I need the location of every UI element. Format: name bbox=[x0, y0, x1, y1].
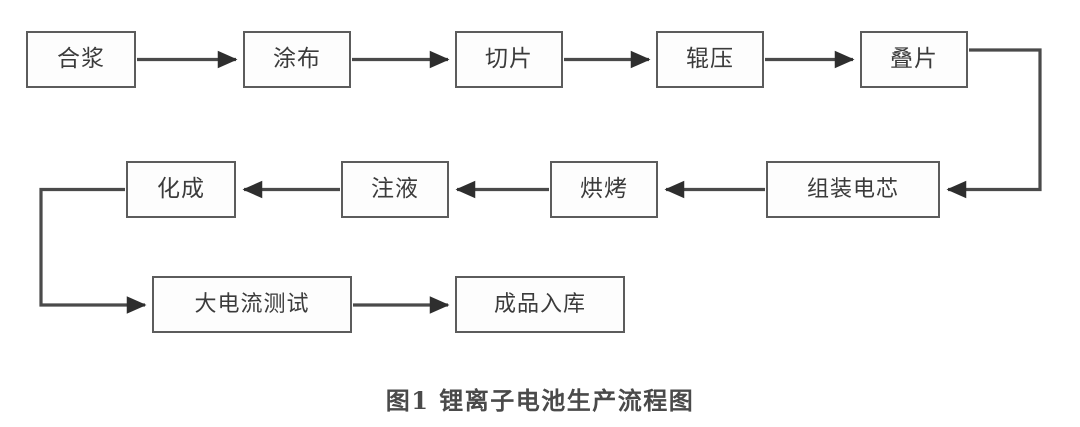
node-zhuye[interactable]: 注液 bbox=[341, 161, 449, 218]
node-label: 大电流测试 bbox=[194, 291, 310, 317]
node-tubu[interactable]: 涂布 bbox=[243, 31, 351, 88]
node-hejiang[interactable]: 合浆 bbox=[26, 31, 136, 88]
node-huacheng[interactable]: 化成 bbox=[126, 161, 236, 218]
node-label: 组装电芯 bbox=[806, 176, 899, 202]
node-chengpinruku[interactable]: 成品入库 bbox=[455, 276, 625, 333]
node-label: 注液 bbox=[371, 176, 419, 202]
node-zuzhuangdianxin[interactable]: 组装电芯 bbox=[766, 161, 940, 218]
node-dadianliuceshi[interactable]: 大电流测试 bbox=[152, 276, 352, 333]
node-label: 涂布 bbox=[273, 46, 321, 72]
node-label: 辊压 bbox=[686, 46, 734, 72]
node-label: 烘烤 bbox=[580, 176, 628, 202]
node-label: 成品入库 bbox=[493, 291, 586, 317]
node-label: 叠片 bbox=[890, 46, 938, 72]
node-label: 化成 bbox=[157, 176, 205, 202]
edge-huacheng-dadianliuceshi bbox=[39, 187, 147, 314]
figure-caption: 图1 锂离子电池生产流程图 bbox=[0, 381, 1080, 416]
node-label: 切片 bbox=[485, 46, 533, 72]
node-qiepian[interactable]: 切片 bbox=[455, 31, 563, 88]
node-diepian[interactable]: 叠片 bbox=[860, 31, 968, 88]
node-hongkao[interactable]: 烘烤 bbox=[550, 161, 658, 218]
edge-diepian-zuzhuangdianxin bbox=[946, 48, 1042, 199]
node-label: 合浆 bbox=[57, 46, 105, 72]
node-gunya[interactable]: 辊压 bbox=[656, 31, 764, 88]
figure-caption-text: 图1 锂离子电池生产流程图 bbox=[385, 386, 695, 415]
